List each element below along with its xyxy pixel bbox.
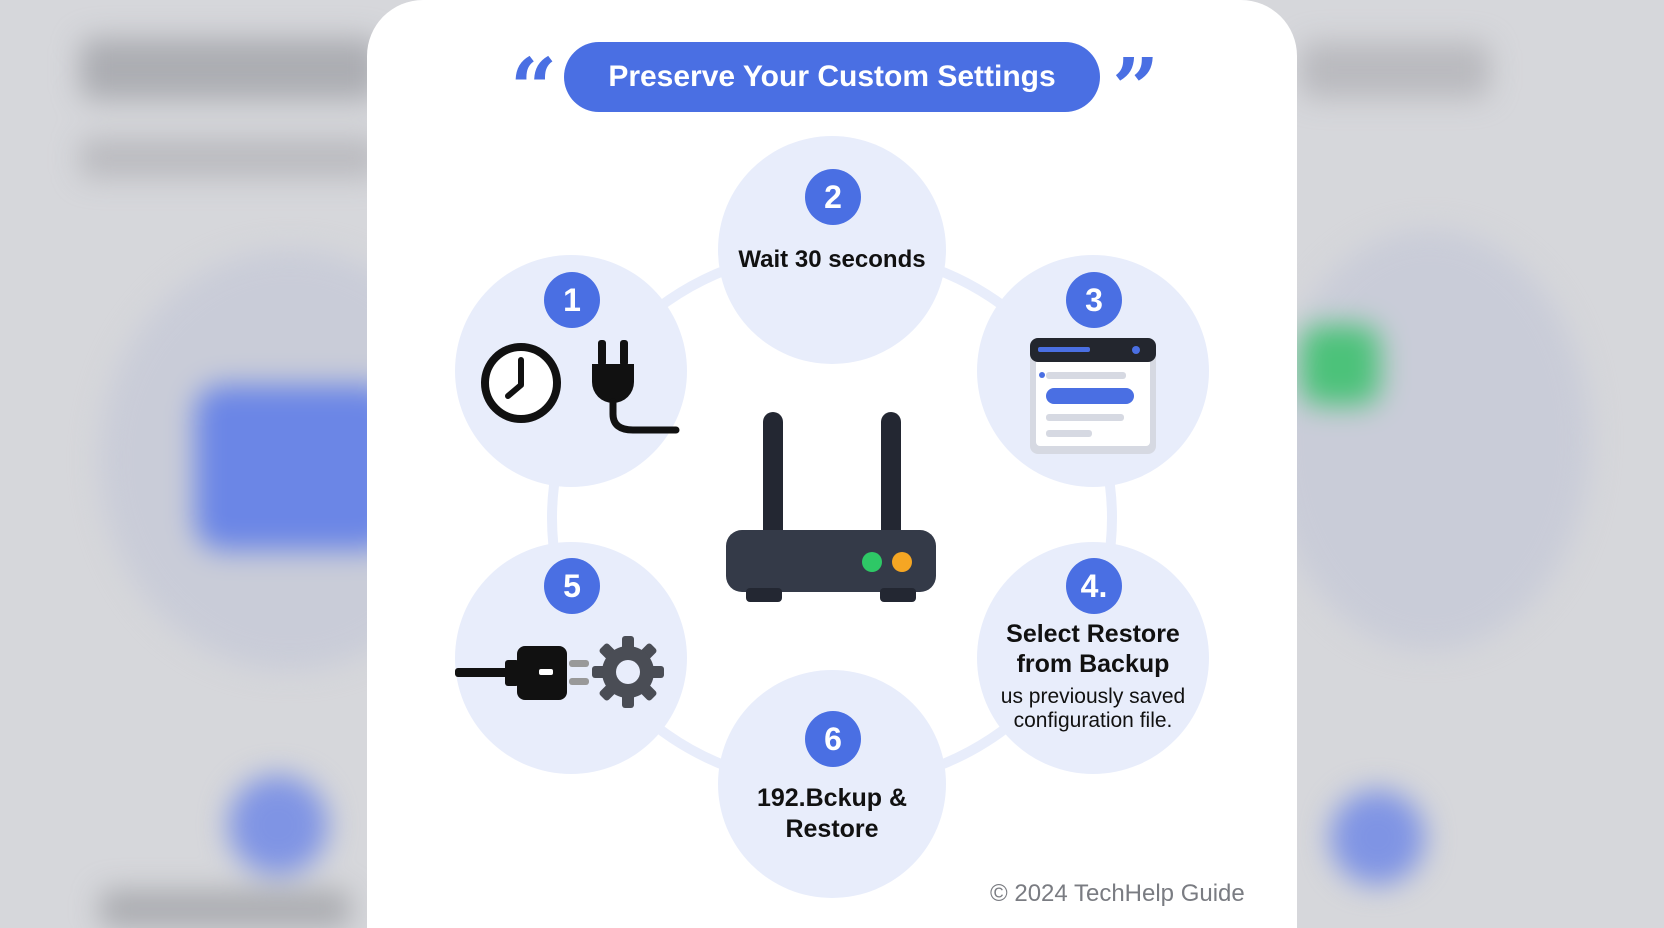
- page-title: Preserve Your Custom Settings: [564, 42, 1100, 112]
- step-6-label-line1: 192.Bckup &: [756, 784, 908, 812]
- step-6-label-line2: Restore: [785, 815, 879, 843]
- step-4-badge: 4.: [1066, 558, 1122, 614]
- clock-icon: [481, 343, 561, 423]
- power-plug-icon: [592, 340, 680, 434]
- gear-icon: [592, 636, 664, 708]
- step-4-label-line1: Select Restore: [1006, 620, 1180, 648]
- step-3-badge: 3: [1066, 272, 1122, 328]
- step-6-badge: 6: [805, 711, 861, 767]
- step-5-badge: 5: [544, 558, 600, 614]
- router-icon: [726, 412, 936, 602]
- step-2-badge: 2: [805, 169, 861, 225]
- step-4-detail-line1: us previously saved: [1000, 685, 1186, 708]
- browser-window-icon: [1030, 338, 1156, 454]
- step-4-label-line2: from Backup: [1016, 650, 1170, 678]
- step-1-badge: 1: [544, 272, 600, 328]
- unplugged-cable-icon: [455, 646, 589, 700]
- step-4-detail-line2: configuration file.: [1013, 709, 1173, 732]
- close-quote-icon: ”: [1112, 41, 1160, 137]
- step-6-node: [718, 670, 946, 898]
- step-2-label: Wait 30 seconds: [738, 246, 926, 273]
- copyright-text: © 2024 TechHelp Guide: [990, 880, 1245, 907]
- open-quote-icon: “: [510, 41, 558, 137]
